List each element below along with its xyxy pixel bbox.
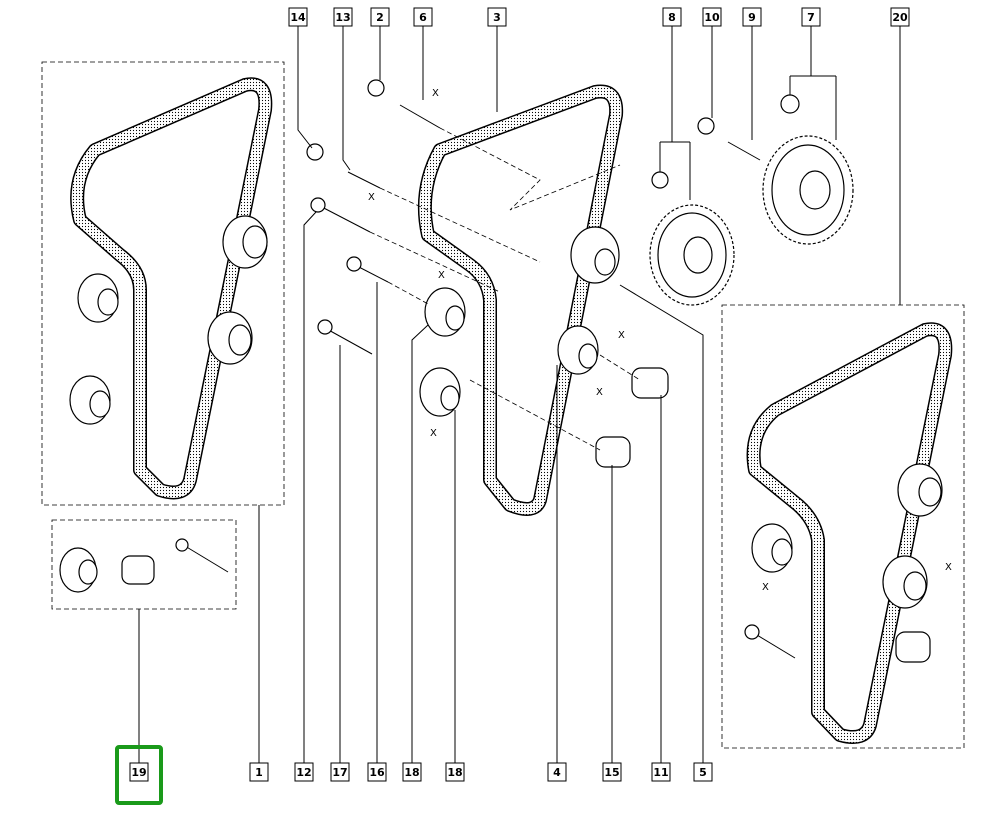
callout-10[interactable]: 10	[702, 7, 722, 27]
kit-box-20	[721, 304, 965, 749]
svg-text:19: 19	[131, 766, 146, 779]
timing-belt-kit-20	[746, 322, 953, 744]
svg-text:11: 11	[653, 766, 668, 779]
svg-text:X: X	[618, 330, 625, 341]
callout-11[interactable]: 11	[651, 762, 671, 782]
callout-14[interactable]: 14	[288, 7, 308, 27]
kit-box-1	[41, 61, 285, 506]
svg-text:3: 3	[493, 11, 501, 24]
kit-box-19	[51, 519, 237, 610]
callout-19[interactable]: 19	[129, 762, 149, 782]
svg-text:2: 2	[376, 11, 384, 24]
leader-lines	[138, 26, 901, 763]
svg-text:16: 16	[369, 766, 385, 779]
callout-7[interactable]: 7	[801, 7, 821, 27]
callout-2[interactable]: 2	[370, 7, 390, 27]
svg-text:18: 18	[404, 766, 419, 779]
rollers-kit-20	[744, 463, 943, 663]
svg-text:6: 6	[419, 11, 427, 24]
rollers-kit-19	[59, 538, 229, 593]
svg-text:1: 1	[255, 766, 263, 779]
svg-text:X: X	[762, 582, 769, 593]
svg-text:X: X	[430, 428, 437, 439]
svg-text:X: X	[368, 192, 375, 203]
svg-text:8: 8	[668, 11, 676, 24]
rollers-kit-1	[69, 215, 268, 425]
callout-17[interactable]: 17	[330, 762, 350, 782]
callout-5[interactable]: 5	[693, 762, 713, 782]
timing-belt-3	[417, 84, 624, 516]
svg-text:X: X	[596, 387, 603, 398]
svg-text:18: 18	[447, 766, 462, 779]
svg-text:15: 15	[604, 766, 619, 779]
svg-text:17: 17	[332, 766, 347, 779]
svg-text:X: X	[945, 562, 952, 573]
callout-18b[interactable]: 18	[445, 762, 465, 782]
callout-3[interactable]: 3	[487, 7, 507, 27]
callout-4[interactable]: 4	[547, 762, 567, 782]
svg-text:14: 14	[290, 11, 306, 24]
callout-9[interactable]: 9	[742, 7, 762, 27]
svg-text:4: 4	[553, 766, 561, 779]
callout-20[interactable]: 20	[890, 7, 910, 27]
timing-belt-kit-1	[70, 77, 273, 500]
svg-text:5: 5	[699, 766, 707, 779]
svg-text:X: X	[432, 88, 439, 99]
dimension-marks: X X X X X X X X	[368, 88, 952, 593]
svg-text:10: 10	[704, 11, 720, 24]
callout-12[interactable]: 12	[294, 762, 314, 782]
callout-13[interactable]: 13	[333, 7, 353, 27]
callout-18a[interactable]: 18	[402, 762, 422, 782]
callout-16[interactable]: 16	[367, 762, 387, 782]
center-parts	[306, 79, 854, 468]
svg-text:7: 7	[807, 11, 815, 24]
callout-1[interactable]: 1	[249, 762, 269, 782]
highlight-box	[115, 745, 163, 805]
callout-8[interactable]: 8	[662, 7, 682, 27]
bottom-callouts: 19 1 12 17 16 18 18 4 15 11 5	[129, 762, 713, 782]
callout-15[interactable]: 15	[602, 762, 622, 782]
svg-text:X: X	[438, 270, 445, 281]
top-callouts: 14 13 2 6 3 8 10 9 7 20	[288, 7, 910, 27]
callout-6[interactable]: 6	[413, 7, 433, 27]
svg-text:20: 20	[892, 11, 908, 24]
assembly-lines	[369, 127, 641, 451]
svg-text:12: 12	[296, 766, 311, 779]
svg-text:9: 9	[748, 11, 756, 24]
svg-text:13: 13	[335, 11, 350, 24]
